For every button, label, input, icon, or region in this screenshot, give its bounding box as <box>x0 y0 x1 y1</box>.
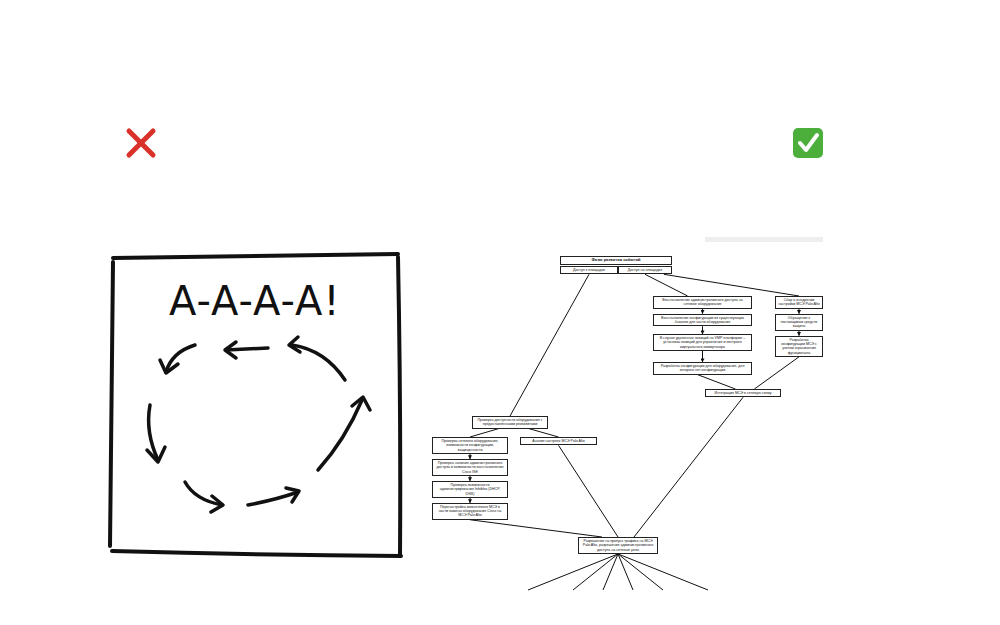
box-text: Разрешение на пропуск трафика на МСЭ Pal… <box>581 539 655 552</box>
continuation-line <box>528 554 618 590</box>
box-text: Проверка доступности оборудования с пред… <box>475 418 545 427</box>
process-box: Проверка сетевого оборудования, возможно… <box>432 437 508 454</box>
connector-line <box>702 351 703 362</box>
process-box: Проверка возможности администрирования I… <box>432 481 508 498</box>
scream-text: A-A-A-A! <box>169 278 341 324</box>
screenshot-strip <box>705 237 823 242</box>
box-text: Проверка сетевого оборудования, возможно… <box>435 439 505 452</box>
process-box: Сбор о внедрении настройки МСЭ Palo Alto <box>775 296 823 309</box>
box-text: В случае удаленных позиций на VMP платфо… <box>656 336 749 349</box>
process-box: В случае удаленных позиций на VMP платфо… <box>653 334 752 351</box>
process-box: Обращение к поставщикам средств защиты <box>775 314 823 331</box>
continuation-line <box>618 554 663 590</box>
box-text: Перенастройка межсетевого МСЭ в части за… <box>435 505 505 518</box>
box-text: Восстановление конфигурации из существую… <box>656 316 749 325</box>
connector-line <box>698 375 736 389</box>
continuation-line <box>618 554 708 590</box>
process-box: Разработка конфигурации для оборудования… <box>653 362 752 375</box>
check-mark <box>793 128 823 158</box>
process-box: Разрешение на пропуск трафика на МСЭ Pal… <box>578 537 658 554</box>
connector-line <box>702 326 703 334</box>
box-text: Разработка конфигурации для оборудования… <box>656 364 749 373</box>
process-box: Перенастройка межсетевого МСЭ в части за… <box>432 503 508 520</box>
process-box: Восстановление конфигурации из существую… <box>653 314 752 327</box>
cycle-arrows <box>147 337 370 512</box>
branch-box: Доступ к площадке <box>560 266 618 274</box>
branch-box: Доступ на площадке <box>618 266 672 274</box>
continuation-line <box>603 554 618 590</box>
connector-line <box>754 357 799 389</box>
cross-mark <box>129 131 153 155</box>
connector-line <box>470 520 602 537</box>
connector-line <box>664 274 799 296</box>
process-box: Восстановление административного доступа… <box>653 296 752 309</box>
box-text: Доступ на площадке <box>621 268 669 272</box>
continuation-line <box>573 554 618 590</box>
box-text: Доступ к площадке <box>563 268 615 272</box>
connector-line <box>470 429 499 437</box>
process-box: Проверка доступности оборудования с пред… <box>472 416 548 429</box>
box-text: Анализ настроек МСЭ Palo Alto <box>523 439 594 443</box>
box-text: Сбор о внедрении настройки МСЭ Palo Alto <box>778 298 820 307</box>
box-text: Интеграция МСЭ в сетевую схему <box>708 391 778 395</box>
connector-line <box>510 274 589 416</box>
process-box: Анализ настроек МСЭ Palo Alto <box>520 437 597 445</box>
box-text: Обращение к поставщикам средств защиты <box>778 316 820 329</box>
box-text: Проверка возможности администрирования I… <box>435 483 505 496</box>
sketch-frame <box>110 254 401 556</box>
process-box: Интеграция МСЭ в сетевую схему <box>705 389 781 397</box>
box-text: Восстановление административного доступа… <box>656 298 749 307</box>
box-text: Проверка наличия административного досту… <box>435 461 505 474</box>
connector-line <box>529 429 559 437</box>
process-box: Разработка конфигурации МСЭ с учетом огр… <box>775 336 823 357</box>
connector-line <box>634 397 743 537</box>
process-box: Проверка наличия административного досту… <box>432 459 508 476</box>
title-box: Фазы развития событий <box>560 256 672 265</box>
box-text: Разработка конфигурации МСЭ с учетом огр… <box>778 338 820 355</box>
connector-line <box>559 445 619 537</box>
box-text: Фазы развития событий <box>563 258 669 263</box>
